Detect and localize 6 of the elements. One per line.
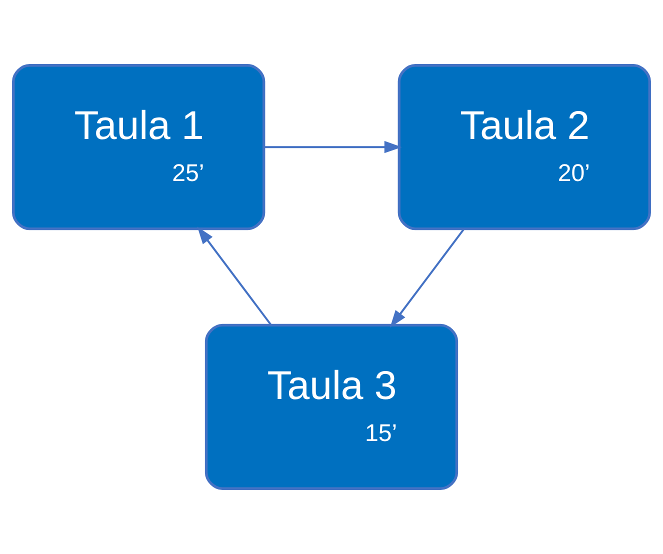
arrow (264, 140, 402, 154)
arrow (197, 226, 272, 326)
node-box: Taula 2 20’ (398, 64, 651, 230)
arrow (390, 228, 465, 328)
node-box: Taula 3 15’ (204, 324, 458, 490)
node-box: Taula 1 25’ (12, 64, 266, 230)
